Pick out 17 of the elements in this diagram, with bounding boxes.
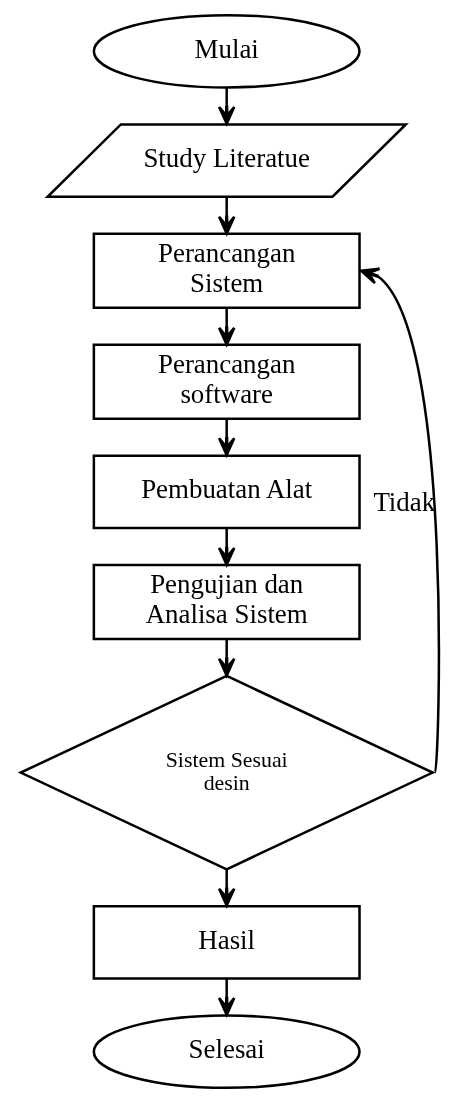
node-box: Pembuatan Alat: [92, 454, 361, 530]
node-ellipse: Mulai: [92, 13, 361, 89]
node-box: Pengujian dan Analisa Sistem: [92, 563, 361, 641]
node-box: Hasil: [92, 905, 361, 980]
arrow: [217, 87, 235, 126]
arrow: [217, 869, 235, 907]
arrow: [217, 418, 235, 457]
arrow: [217, 639, 235, 677]
arrow: [217, 308, 235, 346]
arrow: [217, 197, 235, 235]
arrow: [217, 978, 235, 1017]
node-box: Perancangan software: [92, 343, 361, 420]
node-box: Perancangan Sistem: [92, 232, 361, 309]
node-diamond: Sistem Sesuai desin: [17, 674, 436, 871]
arrow: [359, 267, 440, 773]
arrow: [217, 528, 235, 567]
node-ellipse: Selesai: [92, 1014, 361, 1090]
